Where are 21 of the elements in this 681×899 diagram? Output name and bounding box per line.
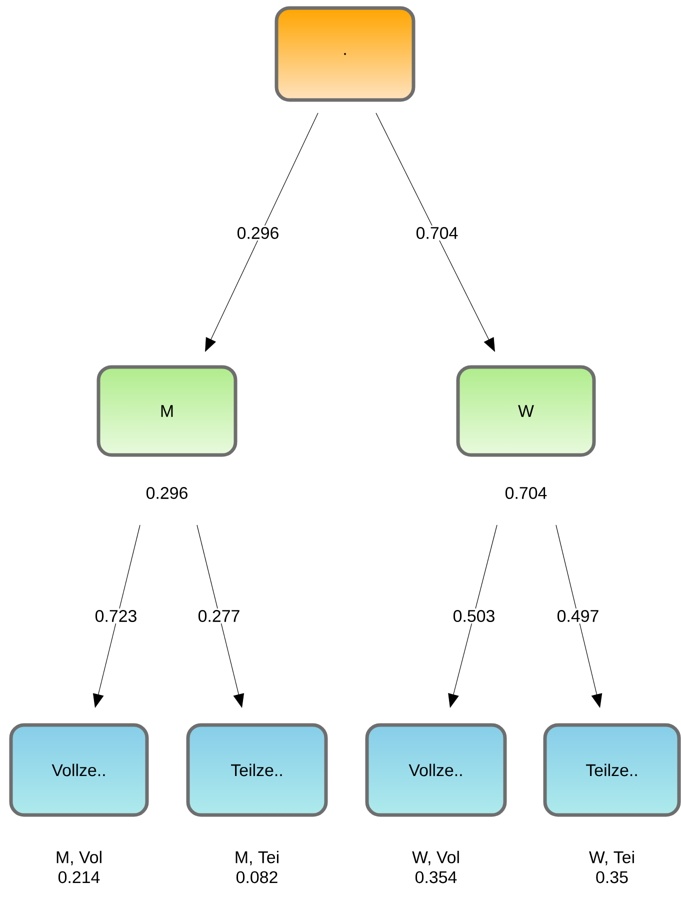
probability-label: W, Tei 0.35 xyxy=(589,850,634,884)
edge-label: 0.296 xyxy=(235,226,281,240)
edge-label: 0.497 xyxy=(555,608,601,624)
edge-label: 0.704 xyxy=(414,226,460,240)
tree-node-box: Vollze.. xyxy=(365,723,507,817)
probability-label: M, Vol 0.214 xyxy=(56,850,102,884)
probability-label: 0.704 xyxy=(505,487,547,499)
edge-label: 0.503 xyxy=(451,608,497,624)
tree-node-box: Vollze.. xyxy=(9,723,149,817)
tree-node-box: Teilze.. xyxy=(186,723,328,817)
tree-node-box: M xyxy=(96,365,238,457)
arrow xyxy=(376,112,495,352)
tree-node-box: W xyxy=(456,365,596,457)
tree-node-box: Teilze.. xyxy=(543,723,681,817)
edge-label: 0.277 xyxy=(196,608,242,624)
arrow xyxy=(205,112,318,352)
tree-node-box: . xyxy=(274,6,416,102)
probability-label: 0.296 xyxy=(146,487,188,499)
probability-label: W, Vol 0.354 xyxy=(412,850,459,884)
probability-label: M, Tei 0.082 xyxy=(236,850,278,884)
edge-label: 0.723 xyxy=(93,608,139,624)
